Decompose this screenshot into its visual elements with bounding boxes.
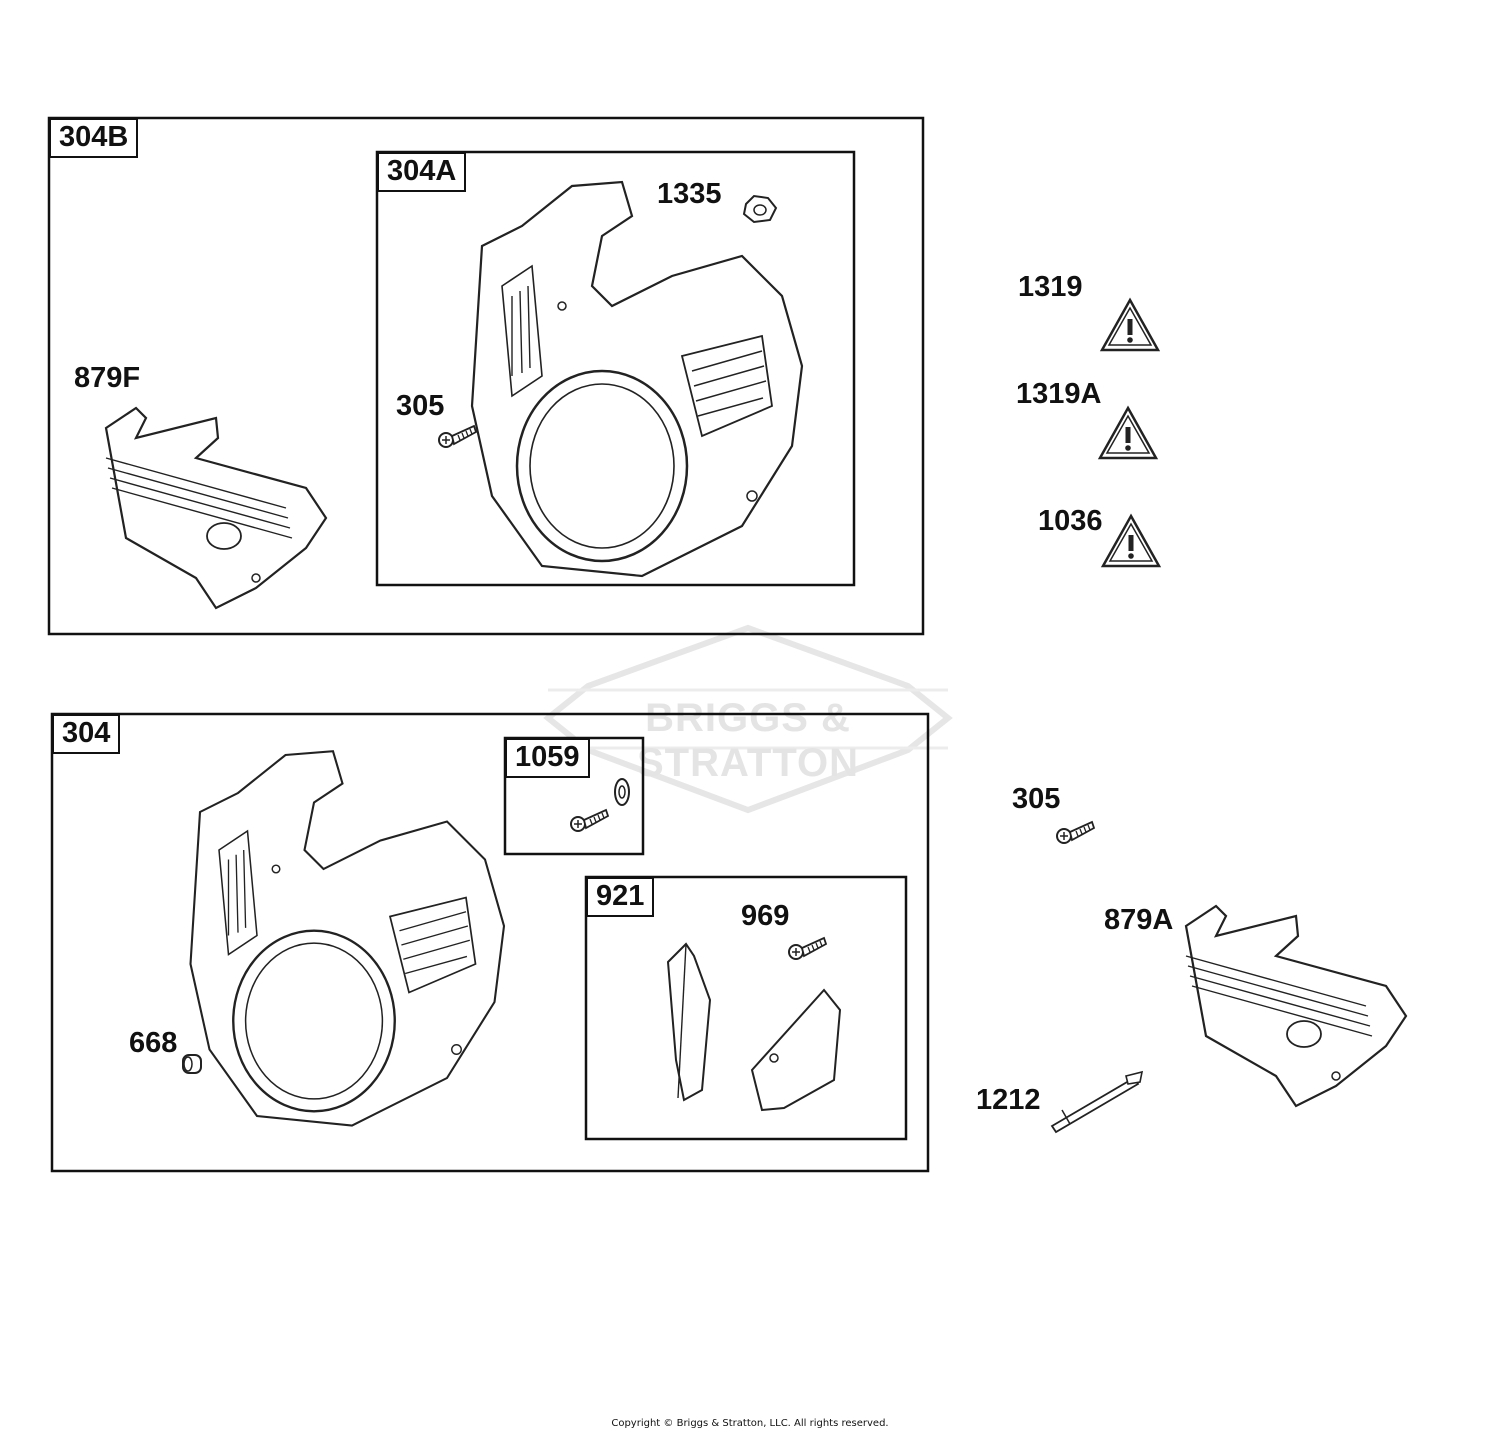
- screw-icon: [570, 809, 609, 832]
- copyright-text: Copyright © Briggs & Stratton, LLC. All …: [611, 1418, 889, 1429]
- label-668: 668: [129, 1027, 178, 1059]
- screw-icon: [788, 937, 827, 960]
- callout-921: 921: [586, 877, 655, 917]
- frame-921: [584, 875, 908, 1141]
- callout-304: 304: [52, 714, 121, 754]
- frame-304B: [47, 116, 925, 636]
- frame-304: [50, 712, 930, 1173]
- cover-plate: [666, 942, 842, 1112]
- label-879A: 879A: [1104, 904, 1174, 936]
- screw-icon: [438, 425, 477, 448]
- callout-304B: 304B: [49, 118, 139, 158]
- watermark-text: BRIGGS & STRATTON: [636, 696, 860, 785]
- washer-icon: [614, 778, 630, 806]
- stud-icon: [1050, 1070, 1144, 1134]
- warning-icon: [1101, 514, 1161, 568]
- label-1319A: 1319A: [1016, 378, 1102, 410]
- warning-icon: [1100, 298, 1160, 352]
- bushing-icon: [182, 1054, 202, 1074]
- label-1036: 1036: [1038, 505, 1103, 537]
- nut-icon: [742, 194, 778, 224]
- label-969: 969: [741, 900, 790, 932]
- label-1335: 1335: [657, 178, 722, 210]
- callout-304A: 304A: [377, 152, 467, 192]
- label-879F: 879F: [74, 362, 141, 394]
- label-305-upper: 305: [396, 390, 445, 422]
- warning-icon: [1098, 406, 1158, 460]
- label-1319: 1319: [1018, 271, 1083, 303]
- label-1212: 1212: [976, 1084, 1041, 1116]
- label-305-lower: 305: [1012, 783, 1061, 815]
- screw-icon: [1056, 821, 1095, 844]
- frame-304A: [375, 150, 856, 587]
- callout-1059: 1059: [505, 738, 590, 778]
